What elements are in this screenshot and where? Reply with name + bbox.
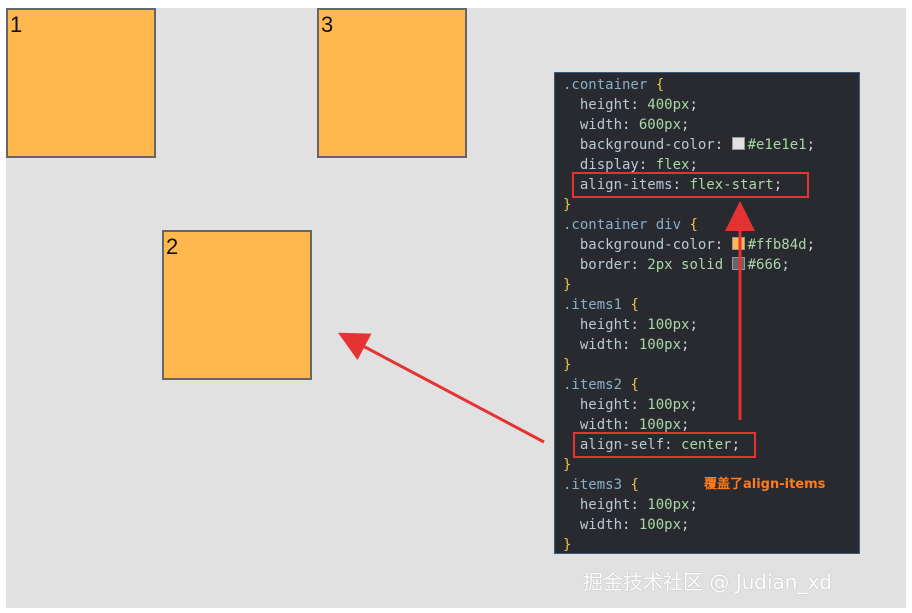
flex-item-2: 2 [162, 230, 312, 380]
code-line: width: 600px; [579, 117, 690, 133]
flex-item-3: 3 [317, 8, 467, 158]
code-line: width: 100px; [579, 417, 690, 433]
css-code-panel: .container { height: 400px; width: 600px… [554, 72, 860, 554]
code-line: } [563, 277, 572, 293]
code-line: .container div { [563, 217, 698, 233]
code-line: } [563, 197, 572, 213]
highlight-align-self [573, 432, 756, 458]
color-swatch-icon [731, 137, 745, 150]
code-line-align-self: align-self: center; [579, 437, 741, 453]
code-line: } [563, 537, 572, 553]
code-line: .items2 { [563, 377, 639, 393]
code-line-align-items: align-items: flex-start; [579, 177, 783, 193]
code-line: background-color: #ffb84d; [579, 237, 816, 253]
code-line: height: 100px; [579, 397, 698, 413]
code-line: .items3 { [563, 477, 639, 493]
watermark: 掘金技术社区 @ Judian_xd [583, 570, 833, 594]
code-line: height: 100px; [579, 317, 698, 333]
code-line: height: 100px; [579, 497, 698, 513]
flex-item-1: 1 [6, 8, 156, 158]
left-arrow-icon [338, 332, 545, 444]
code-line: width: 100px; [579, 337, 690, 353]
code-line: .container { [563, 77, 665, 93]
override-note: 覆盖了align-items [704, 477, 826, 492]
code-line: width: 100px; [579, 517, 690, 533]
code-line: .items1 { [563, 297, 639, 313]
highlight-align-items [572, 172, 809, 198]
code-line: } [563, 457, 572, 473]
code-line: } [563, 357, 572, 373]
code-line: display: flex; [579, 157, 698, 173]
item-3-label: 3 [321, 12, 334, 37]
item-2-label: 2 [166, 234, 179, 259]
code-line: height: 400px; [579, 97, 698, 113]
item-1-label: 1 [10, 12, 23, 37]
code-line: background-color: #e1e1e1; [579, 137, 816, 153]
